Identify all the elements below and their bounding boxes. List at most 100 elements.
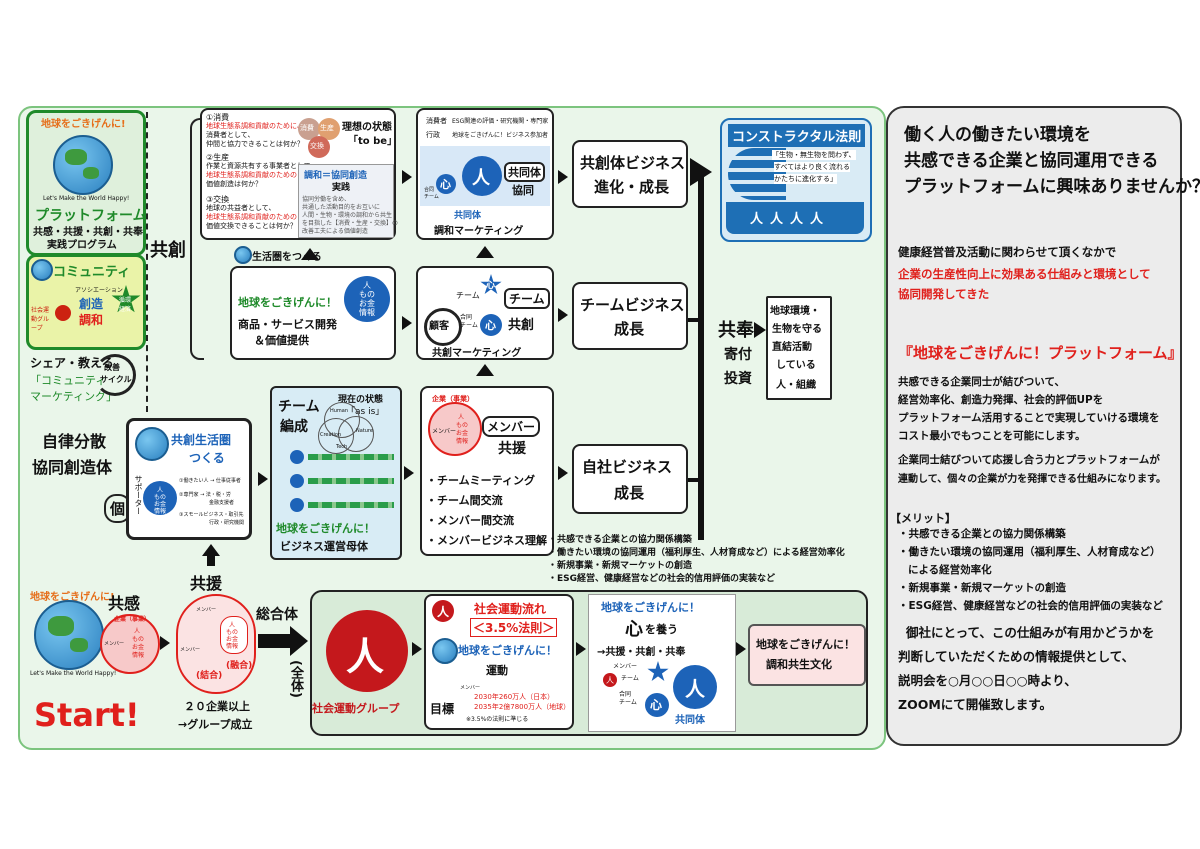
info-desc-1: 共感できる企業同士が結びついて、 [898, 376, 1065, 388]
kyoen-c3: お金 [226, 636, 239, 643]
living-sphere-box: 共創生活圏 つくる サポーター 人 もの お金 情報 ①働きたい人 → 仕事従事… [126, 418, 252, 540]
coop-marketing-box: 消費者 ESG関連の評価・研究機関・専門家 行政 地球をごきげんに！ビジネス参加… [416, 108, 554, 240]
kyoho-label: 共奉 [718, 320, 754, 341]
arrow-right-icon [402, 170, 412, 184]
info-merit-3: ・新規事業・新規マーケットの創造 [898, 582, 1066, 594]
info-merit-2: ・働きたい環境の協同運用（福利厚生、人材育成など） [898, 546, 1161, 558]
exchange-head: ③交換 [206, 195, 230, 204]
sogotai-zentai: (全体) [288, 660, 303, 698]
sogotai-arrow-icon [258, 634, 292, 648]
big-arrow-icon [690, 158, 712, 186]
kyoso-label: 共創 [150, 240, 186, 261]
movement-goal-2: 2035年2億7800万人（地球） [474, 703, 571, 711]
community-center-1: 創造 [79, 297, 104, 311]
info-closing-3: 説明会を○月○○日○○時より、 [898, 673, 1077, 688]
coop-kyodotai-label: 共同体 [504, 162, 545, 182]
team-marketing-box: チーム 心 チーム 顧客 心 合同 チーム 共創 共創マーケティング [416, 266, 554, 360]
coop-kyodo-label: 協同 [512, 184, 534, 197]
heart-small-label: 心 [650, 698, 663, 712]
movement-flow-2: ＜3.5%法則＞ [470, 618, 558, 637]
team-heart-2: 心 [485, 319, 496, 332]
team-label: チーム [504, 288, 550, 309]
coop-heart-icon [436, 174, 456, 194]
own-business-line1: 自社ビジネス [582, 458, 673, 476]
member-member-label: メンバー [432, 428, 457, 435]
team-form-current: 現在の状態 [338, 395, 384, 405]
movement-box: 人 社会運動流れ ＜3.5%法則＞ 地球をごきげんに！ 運動 目標 メンバー 2… [424, 594, 574, 730]
seikatsu-item3: ③スモールビジネス・取引先 [179, 512, 244, 518]
team-small-label: チーム [456, 291, 480, 300]
kyoen-ketsugo: (結合) [196, 671, 223, 681]
kyokan-c3: お金 [132, 644, 145, 651]
info-desc-5: 企業同士結びついて応援し合う力とプラットフォームが [898, 454, 1160, 466]
info-merit-head: 【メリット】 [890, 512, 956, 525]
seikatsu-c3: お金 [154, 501, 167, 508]
team-form-title2: 編成 [280, 419, 308, 435]
kyoen-member-1: メンバー [196, 607, 217, 613]
env-l4: している [776, 360, 816, 371]
team-form-brand: 地球をごきげんに！ [276, 522, 375, 535]
arrow-right-icon [404, 466, 414, 480]
movement-goal: 目標 [430, 702, 455, 716]
movement-flow-1: 社会運動流れ [474, 602, 547, 616]
kyoen-c2: もの [226, 629, 239, 636]
heart-small-1: 合同 [619, 691, 632, 698]
team-kyoso: 共創 [508, 318, 535, 333]
seikatsu-resources-icon [143, 481, 177, 515]
info-red-2: 協同開発してきた [898, 287, 990, 301]
cycle-label-1: 改善 [104, 363, 120, 372]
arrow-up-icon [476, 364, 494, 376]
seikatsu-item3b: 行政・研究機関 [209, 520, 245, 526]
seikatsu-item1: ①働きたい人 → 仕事従事者 [179, 478, 241, 484]
seikatsu-item2: ②専門家 → 法・税・労 [179, 492, 231, 498]
member-c1: 人 [458, 414, 465, 421]
people-icon-2: 人 [770, 212, 784, 227]
harmony-desc-4: を目指した【消費・生産・交換】の [302, 220, 399, 227]
env-l5: 人・組織 [776, 380, 816, 391]
consumption-red: 地球生態系調和貢献のために、 [206, 122, 304, 130]
kyokan-company-circle [100, 614, 160, 674]
harmony-desc-3: 人間・生物・環境の調和から共生 [302, 212, 393, 219]
coop-row2b: 地球をごきげんに！ビジネス参加者 [452, 132, 549, 139]
community-center-top: アソシエーション [75, 287, 123, 294]
coop-person-label: 人 [472, 168, 490, 189]
social-person-circle [326, 610, 408, 692]
heart-person-big: 人 [685, 677, 705, 701]
share-teach-line1: シェア・教える [30, 356, 114, 370]
venn-label-4: Tech [336, 444, 348, 450]
consumption-head: ①消費 [206, 113, 230, 122]
benefit-mid-2: ・働きたい環境の協同運用（福利厚生、人材育成など）による経営効率化 [548, 548, 845, 558]
cycle-label-2: サイクル [100, 375, 132, 384]
environment-actors-box: 地球環境・ 生物を守る 直結活動 している 人・組織 [766, 296, 832, 400]
harmony-desc-5: 改善工夫による価値創造 [302, 228, 368, 235]
community-card: コミュニティ 社会運動グループ アソシエーション 創造 調和 循環経済 [26, 254, 146, 350]
seikatsu-c2: もの [154, 494, 167, 501]
info-merit-1: ・共感できる企業との協力関係構築 [898, 528, 1066, 540]
resource-4: 情報 [359, 308, 375, 317]
team-small-2: チーム [460, 322, 478, 329]
movement-person-icon [432, 600, 454, 622]
info-platform-title: 『地球をごきげんに！プラットフォーム』 [898, 344, 1183, 362]
kyoen-yugo: (融合) [226, 661, 253, 671]
heart-small-2: チーム [619, 699, 637, 706]
coop-business-line1: 共創体ビジネス [580, 154, 686, 172]
benefit-mid-4: ・ESG経営、健康経営などの社会的信用評価の実装など [548, 574, 776, 584]
seikatsuken-label: 生活圏をつくる [252, 252, 322, 263]
member-label-box: メンバー [482, 416, 541, 437]
info-closing-2: 判断していただくための情報提供として、 [898, 649, 1135, 664]
practice-label: 実践 [332, 183, 351, 193]
info-closing-4: ZOOMにて開催致します。 [898, 697, 1053, 712]
info-merit-2b: による経営効率化 [908, 564, 992, 576]
production-head: ②生産 [206, 153, 230, 162]
info-desc-6: 連動して、個々の企業が力を発揮できる仕組みになります。 [898, 474, 1166, 485]
venn-label-3: Creation [320, 432, 342, 438]
kyoen-title: 共援 [190, 574, 223, 593]
row-heart-icon-1 [290, 450, 304, 464]
arrow-right-icon [558, 170, 568, 184]
social-group-label: 社会運動グループ [312, 702, 400, 715]
value-cycle-box: ①消費 地球生態系調和貢献のために、 消費者として、 仲間と協力できることは何か… [200, 108, 399, 240]
constructal-quote-2: すべてはより良く流れる [774, 162, 850, 172]
product-line1: 商品・サービス開発 [238, 318, 337, 331]
start-logo-text: 地球をごきげんに! [30, 592, 115, 603]
constructal-quote-1: 「生物・無生物を問わず、 [772, 150, 856, 160]
